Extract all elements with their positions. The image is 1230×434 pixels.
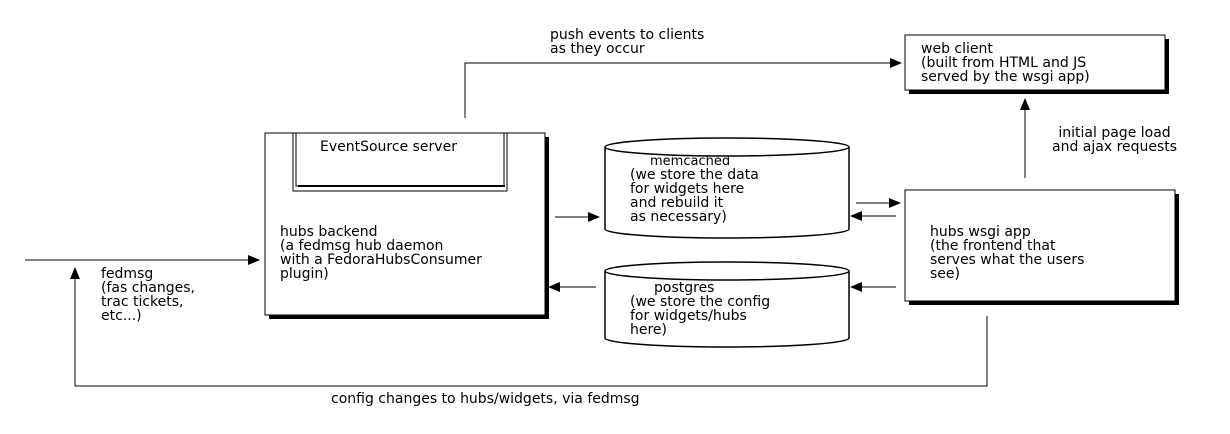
edges	[25, 58, 1030, 387]
hubs-wsgi-box	[904, 189, 1179, 305]
eventsource-server-label: EventSource server	[320, 139, 457, 155]
config-changes-arrow	[70, 267, 988, 387]
web-client-box	[904, 34, 1169, 94]
hubs-wsgi-label: hubs wsgi app (the frontend that serves …	[930, 224, 1085, 282]
postgres-title: postgres	[654, 280, 715, 296]
config-changes-label: config changes to hubs/widgets, via fedm…	[331, 391, 640, 407]
memcached-desc: (we store the data for widgets here and …	[630, 167, 759, 225]
memcached-cylinder	[604, 137, 850, 239]
push-events-label: push events to clients as they occur	[550, 27, 705, 57]
memcached-title: memcached	[650, 154, 731, 169]
initial-load-label: initial page load and ajax requests	[1052, 125, 1178, 155]
hubs-backend-label: hubs backend (a fedmsg hub daemon with a…	[280, 224, 482, 282]
postgres-desc: (we store the config for widgets/hubs he…	[630, 294, 771, 338]
fedmsg-label: fedmsg (fas changes, trac tickets, etc..…	[101, 266, 195, 324]
postgres-cylinder	[604, 261, 850, 348]
web-client-label: web client (built from HTML and JS serve…	[921, 41, 1090, 85]
push-events-arrow	[464, 58, 902, 118]
eventsource-server-box	[292, 132, 508, 192]
